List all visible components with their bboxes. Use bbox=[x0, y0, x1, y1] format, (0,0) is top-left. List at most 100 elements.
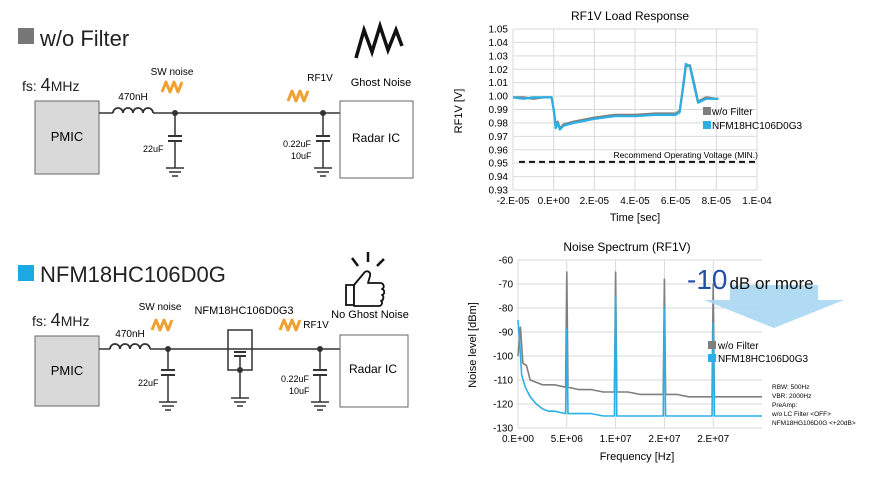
bottom-sw-noise-icon bbox=[150, 318, 174, 332]
top-inductor-label: 470nH bbox=[118, 92, 147, 103]
top-inductor bbox=[112, 107, 154, 114]
chart2-legend-label-1: w/o Filter bbox=[717, 341, 759, 352]
chart1-legend-label-1: w/o Filter bbox=[711, 107, 753, 118]
chart1-legend-swatch-2 bbox=[703, 121, 711, 129]
x-tick-label: -2.E-05 bbox=[497, 196, 530, 207]
bottom-pmic-block bbox=[34, 335, 100, 407]
top-sw-noise-icon bbox=[160, 80, 184, 94]
y-tick-label: 1.02 bbox=[489, 65, 509, 76]
x-tick-label: 2.E+07 bbox=[648, 434, 680, 445]
y-tick-label: 0.94 bbox=[489, 172, 509, 183]
top-rf1v-label: RF1V bbox=[307, 73, 333, 84]
bottom-cap2-label-b: 10uF bbox=[289, 386, 310, 396]
x-tick-label: 4.E-05 bbox=[620, 196, 650, 207]
chart2-xlabel: Frequency [Hz] bbox=[600, 451, 675, 463]
bottom-cap2-label-a: 0.22uF bbox=[281, 374, 310, 384]
bottom-radar-block bbox=[339, 334, 409, 408]
chart2-legend-swatch-1 bbox=[708, 341, 716, 349]
series-line-with-filter bbox=[512, 62, 719, 131]
y-tick-label: 0.98 bbox=[489, 118, 509, 129]
bottom-ghost-label: No Ghost Noise bbox=[331, 309, 409, 321]
chart2-note: NFM18HG106D0G <+20dB> bbox=[772, 420, 856, 427]
y-tick-label: -80 bbox=[499, 304, 514, 315]
series-line-with-filter bbox=[517, 295, 762, 417]
chart1-legend-label-2: NFM18HC106D0G3 bbox=[712, 121, 802, 132]
top-title-swatch bbox=[18, 28, 34, 44]
top-pmic-label: PMIC bbox=[51, 129, 84, 144]
x-tick-label: 2.E-05 bbox=[580, 196, 610, 207]
top-sw-noise-label: SW noise bbox=[151, 67, 194, 78]
x-tick-label: 2.E+07 bbox=[697, 434, 729, 445]
top-cap2-label-b: 10uF bbox=[291, 151, 312, 161]
top-radar-block bbox=[339, 100, 414, 179]
chart2-note: PreAmp: bbox=[772, 402, 797, 409]
chart1-title: RF1V Load Response bbox=[571, 9, 689, 23]
chart1-xlabel: Time [sec] bbox=[610, 212, 660, 224]
bottom-rf1v-noise-icon bbox=[278, 318, 302, 332]
chart1-reference-label: Recommend Operating Voltage (MIN.) bbox=[613, 150, 758, 160]
y-tick-label: 1.05 bbox=[489, 25, 509, 36]
top-circuit: w/o Filter fs: 4MHz PMIC 470nH SW noise … bbox=[18, 20, 414, 179]
y-tick-label: 0.96 bbox=[489, 145, 509, 156]
bottom-pmic-label: PMIC bbox=[51, 363, 84, 378]
chart2-plot-area bbox=[518, 260, 762, 428]
thumbs-up-icon bbox=[345, 252, 386, 307]
y-tick-label: -60 bbox=[499, 256, 514, 267]
y-tick-label: 0.93 bbox=[489, 186, 509, 197]
y-tick-label: -100 bbox=[493, 352, 513, 363]
x-tick-label: 1.E-04 bbox=[742, 196, 772, 207]
top-cap2-label-a: 0.22uF bbox=[283, 139, 312, 149]
chart2-note: VBR: 2000Hz bbox=[772, 393, 811, 400]
y-tick-label: -120 bbox=[493, 400, 513, 411]
chart1-legend: w/o Filter NFM18HC106D0G3 bbox=[703, 107, 802, 132]
noise-spectrum-chart: Noise Spectrum (RF1V) -60 -70 -80 -90 -100 -1… bbox=[467, 240, 856, 463]
chart2-notes: RBW: 500Hz VBR: 2000Hz PreAmp: w/o LC Fi… bbox=[771, 384, 856, 427]
x-tick-label: 0.E+00 bbox=[538, 196, 570, 207]
chart2-ylabel: Noise level [dBm] bbox=[467, 302, 479, 388]
top-radar-label: Radar IC bbox=[352, 131, 400, 145]
bottom-filter-label: NFM18HC106D0G3 bbox=[194, 305, 293, 317]
bottom-fs-label: fs: 4MHz bbox=[32, 310, 89, 330]
reduction-arrow bbox=[704, 285, 844, 328]
y-tick-label: 0.99 bbox=[489, 105, 509, 116]
chart2-note: RBW: 500Hz bbox=[772, 384, 809, 391]
bottom-title: NFM18HC106D0G bbox=[40, 262, 226, 287]
y-tick-label: -70 bbox=[499, 280, 514, 291]
y-tick-label: -90 bbox=[499, 328, 514, 339]
y-tick-label: 1.01 bbox=[489, 78, 509, 89]
chart2-legend: w/o Filter NFM18HC106D0G3 bbox=[708, 341, 808, 365]
chart2-title: Noise Spectrum (RF1V) bbox=[563, 240, 690, 254]
y-tick-label: -130 bbox=[493, 424, 513, 435]
bottom-cap1-label: 22uF bbox=[138, 378, 159, 388]
chart1-ylabel: RF1V [V] bbox=[453, 89, 465, 134]
x-tick-label: 8.E-05 bbox=[702, 196, 732, 207]
y-tick-label: 0.95 bbox=[489, 159, 509, 170]
top-pmic-block bbox=[34, 100, 100, 175]
x-tick-label: 5.E+06 bbox=[551, 434, 583, 445]
bottom-circuit: NFM18HC106D0G fs: 4MHz PMIC 470nH SW noi… bbox=[18, 252, 409, 411]
load-response-chart: RF1V Load Response 0.93 0.94 0.95 0.96 0.97 0… bbox=[453, 9, 802, 224]
bottom-radar-label: Radar IC bbox=[349, 362, 397, 376]
chart1-legend-swatch-1 bbox=[703, 107, 711, 115]
y-tick-label: 1.03 bbox=[489, 51, 509, 62]
y-tick-label: -110 bbox=[494, 376, 514, 387]
y-tick-label: 1.04 bbox=[489, 38, 509, 49]
bottom-title-swatch bbox=[18, 265, 34, 281]
bottom-inductor bbox=[109, 343, 151, 350]
top-rf1v-noise-icon bbox=[286, 89, 310, 103]
bottom-rf1v-label: RF1V bbox=[303, 320, 329, 331]
bottom-inductor-label: 470nH bbox=[115, 329, 144, 340]
bottom-sw-noise-label: SW noise bbox=[139, 302, 182, 313]
y-tick-label: 0.97 bbox=[489, 132, 509, 143]
top-cap1-label: 22uF bbox=[143, 144, 164, 154]
filter-symbol bbox=[227, 329, 253, 407]
x-tick-label: 0.E+00 bbox=[502, 434, 534, 445]
x-tick-label: 6.E-05 bbox=[661, 196, 691, 207]
chart2-legend-swatch-2 bbox=[708, 354, 716, 362]
top-title: w/o Filter bbox=[39, 26, 129, 51]
circuit-diagrams: w/o Filter fs: 4MHz PMIC 470nH SW noise … bbox=[18, 20, 414, 411]
chart2-legend-label-2: NFM18HC106D0G3 bbox=[718, 354, 808, 365]
y-tick-label: 1.00 bbox=[489, 92, 509, 103]
charts-panel: RF1V Load Response 0.93 0.94 0.95 0.96 0.97 0… bbox=[453, 9, 856, 463]
